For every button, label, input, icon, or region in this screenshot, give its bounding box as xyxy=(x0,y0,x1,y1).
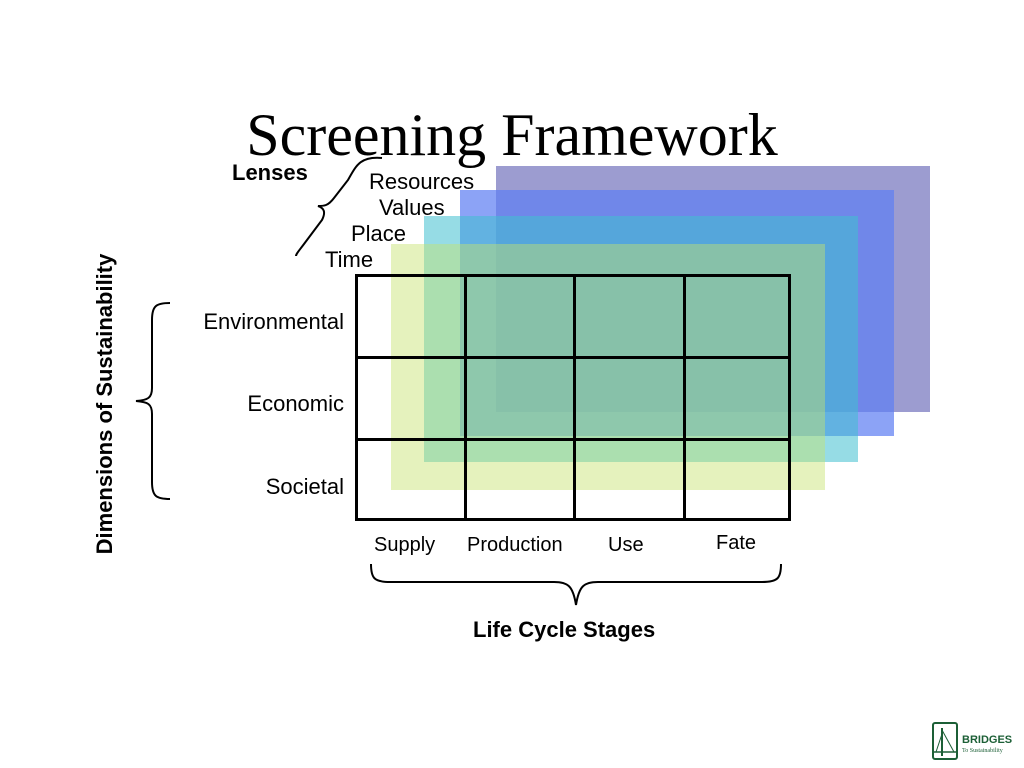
grid-column-divider xyxy=(573,277,576,518)
grid-row-divider xyxy=(358,438,788,441)
stage-label-production: Production xyxy=(467,534,563,556)
framework-grid xyxy=(355,274,791,521)
lens-layer-place xyxy=(424,216,858,462)
dimension-row-societal: Societal xyxy=(265,474,344,499)
lenses-heading: Lenses xyxy=(232,160,308,185)
dimensions-heading: Dimensions of Sustainability xyxy=(92,253,117,555)
lens-layer-time xyxy=(391,244,825,490)
logo-tagline: To Sustainability xyxy=(962,748,1003,754)
lenses-brace xyxy=(295,156,383,257)
life-cycle-brace xyxy=(370,563,782,606)
logo-name: BRIDGES xyxy=(962,734,1013,746)
grid-column-divider xyxy=(464,277,467,518)
grid-row-divider xyxy=(358,356,788,359)
grid-column-divider xyxy=(683,277,686,518)
stage-label-use: Use xyxy=(608,534,644,556)
bridges-logo: BRIDGES To Sustainability xyxy=(932,722,1018,764)
dimension-row-economic: Economic xyxy=(247,391,344,416)
stage-label-fate: Fate xyxy=(716,532,757,554)
lens-label-values: Values xyxy=(379,195,445,220)
bridge-icon xyxy=(932,722,958,760)
lens-label-resources: Resources xyxy=(369,169,475,194)
stage-label-supply: Supply xyxy=(374,534,436,556)
page-title: Screening Framework xyxy=(246,102,778,168)
lens-label-place: Place xyxy=(351,221,407,246)
dimensions-brace xyxy=(135,302,171,500)
life-cycle-heading: Life Cycle Stages xyxy=(473,617,656,642)
lens-label-time: Time xyxy=(325,247,374,272)
dimension-row-environmental: Environmental xyxy=(203,309,344,334)
